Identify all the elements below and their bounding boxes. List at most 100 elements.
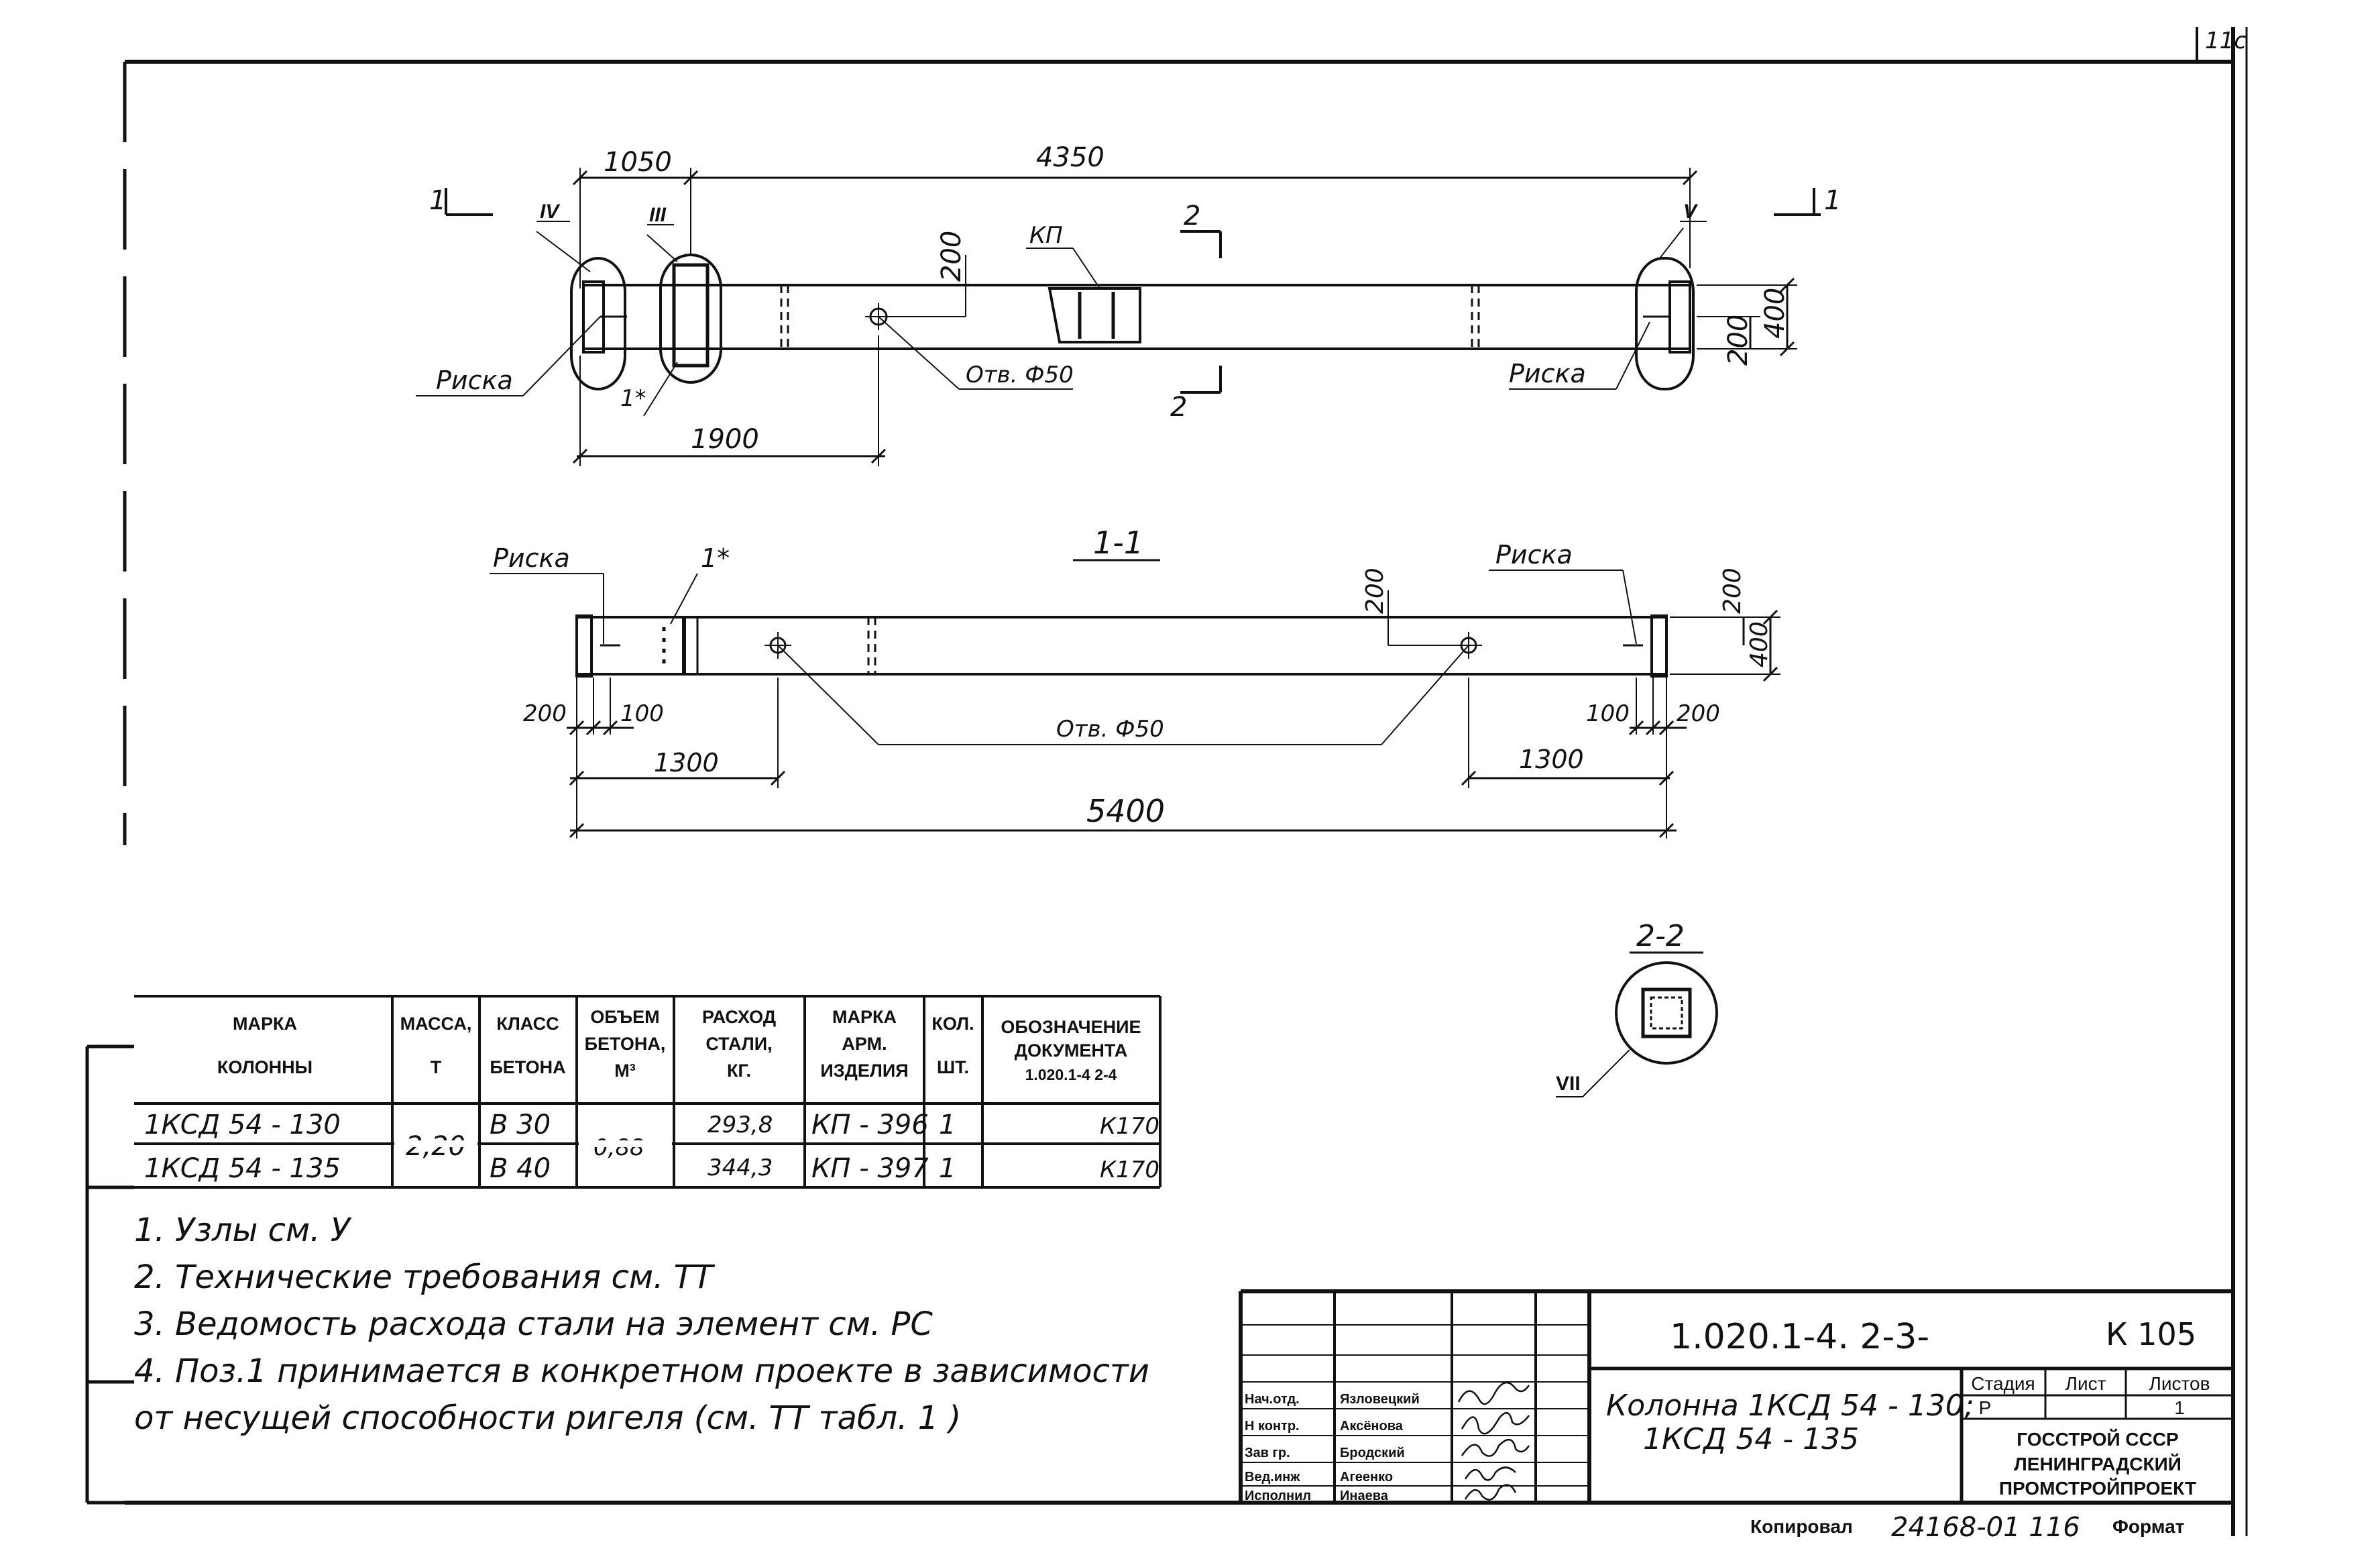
drawing-code: 1.020.1-4. 2-3-	[1670, 1317, 1929, 1357]
spec-header-qty-2: ШТ.	[937, 1057, 969, 1077]
spec-header-qty-1: КОЛ.	[931, 1014, 974, 1034]
section-1-1-view	[490, 559, 1780, 839]
tb-org-line-3: ПРОМСТРОЙПРОЕКТ	[1999, 1477, 2196, 1499]
plan-section-2-bottom: 2	[1170, 392, 1187, 423]
spec-header-doc-3: 1.020.1-4 2-4	[1025, 1066, 1117, 1083]
spec-header-volume-1: ОБЪЕМ	[590, 1007, 659, 1027]
section-1-1-dim-200-left: 200	[523, 700, 567, 727]
section-1-1-hole-label: Отв. Ф50	[1056, 716, 1164, 743]
section-1-1-dim-200-hole: 200	[1361, 568, 1389, 614]
note-5: от несущей способности ригеля (см. ТТ та…	[134, 1399, 961, 1437]
spec-row-2-doc: К170	[1100, 1156, 1159, 1183]
sheet-frame	[85, 27, 2248, 1536]
tb-role-4: Вед.инж	[1245, 1470, 1300, 1485]
footer-format: Формат	[2112, 1516, 2184, 1537]
spec-header-class-2: БЕТОНА	[490, 1057, 565, 1077]
spec-row-2-class: В 40	[490, 1153, 551, 1184]
plan-section-2-top: 2	[1184, 201, 1200, 231]
note-2: 2. Технические требования см. ТТ	[134, 1258, 716, 1296]
section-2-2-title: 2-2	[1636, 919, 1685, 953]
spec-row-1-class: В 30	[490, 1110, 551, 1140]
tb-title-line-2: 1КСД 54 - 135	[1643, 1422, 1859, 1456]
tb-role-1: Нач.отд.	[1245, 1392, 1300, 1407]
tb-name-2: Аксёнова	[1340, 1419, 1404, 1434]
section-1-1-dim-100-right: 100	[1586, 700, 1630, 727]
merge-mask-mass	[394, 1140, 477, 1147]
spec-header-steel-2: СТАЛИ,	[705, 1034, 772, 1054]
section-1-1-risk-right: Риска	[1495, 540, 1573, 570]
section-1-1-dim-1300-right: 1300	[1519, 745, 1584, 774]
spec-row-2-mark: 1КСД 54 - 135	[144, 1153, 341, 1184]
spec-row-1-arm: КП - 396	[811, 1110, 929, 1140]
section-1-1-title: 1-1	[1093, 525, 1143, 561]
note-4: 4. Поз.1 принимается в конкретном проект…	[134, 1352, 1149, 1390]
note-3: 3. Ведомость расхода стали на элемент см…	[134, 1305, 933, 1343]
plan-section-1-right: 1	[1824, 185, 1841, 216]
plan-dim-200-right: 200	[1723, 315, 1754, 366]
section-1-1-pos-label: 1*	[701, 543, 730, 573]
section-2-2-view	[1556, 951, 1718, 1097]
plan-node-iii: III	[649, 204, 667, 226]
spec-header-steel-1: РАСХОД	[702, 1007, 776, 1027]
spec-row-2-qty: 1	[939, 1153, 956, 1184]
spec-row-1-steel: 293,8	[707, 1112, 773, 1138]
plan-dim-1050: 1050	[604, 147, 672, 178]
section-2-2-node: VII	[1556, 1073, 1581, 1095]
plan-dim-1900: 1900	[691, 424, 759, 455]
spec-header-mass-1: МАССА,	[400, 1014, 472, 1034]
tb-org-line-1: ГОССТРОЙ СССР	[2017, 1428, 2178, 1450]
plan-dim-200-hole: 200	[936, 231, 967, 282]
tb-sheet-header: Лист	[2065, 1373, 2106, 1394]
plan-dim-4350: 4350	[1036, 142, 1104, 173]
spec-row-2-steel: 344,3	[707, 1154, 773, 1181]
tb-name-4: Агеенко	[1340, 1470, 1393, 1485]
plan-node-v: V	[1683, 201, 1699, 223]
tb-title-line-1: Колонна 1КСД 54 - 130;	[1606, 1389, 1974, 1423]
spec-header-doc-2: ДОКУМЕНТА	[1015, 1040, 1127, 1061]
section-1-1-dim-200-height: 200	[1719, 568, 1746, 614]
plan-hole-label: Отв. Ф50	[966, 362, 1074, 388]
spec-volume-shared: 0,88	[593, 1134, 644, 1161]
plan-pos-label: 1*	[620, 385, 646, 412]
plan-section-1-left: 1	[429, 185, 446, 216]
spec-header-volume-2: БЕТОНА,	[585, 1034, 666, 1054]
footer-archive: 24168-01 116	[1891, 1512, 2080, 1543]
tb-stage-header: Стадия	[1971, 1373, 2035, 1394]
tb-name-5: Инаева	[1340, 1489, 1389, 1503]
tb-name-3: Бродский	[1340, 1446, 1405, 1460]
tb-sheets-header: Листов	[2149, 1373, 2210, 1394]
tb-org-line-2: ЛЕНИНГРАДСКИЙ	[2014, 1453, 2181, 1474]
tb-role-5: Исполнил	[1245, 1489, 1311, 1503]
spec-header-mark-2: КОЛОННЫ	[217, 1057, 313, 1077]
corner-mark: 11с	[2205, 28, 2247, 54]
spec-row-2-arm: КП - 397	[811, 1153, 929, 1184]
section-1-1-dim-5400: 5400	[1086, 793, 1165, 829]
section-1-1-dim-100-left: 100	[620, 700, 664, 727]
footer-copied: Копировал	[1750, 1516, 1853, 1537]
plan-kp-label: КП	[1029, 222, 1063, 249]
section-1-1-risk-left: Риска	[493, 543, 570, 573]
title-block	[1239, 1289, 2233, 1503]
tb-sheets-value: 1	[2174, 1397, 2185, 1418]
spec-header-class-1: КЛАСС	[496, 1014, 559, 1034]
spec-row-1-mark: 1КСД 54 - 130	[144, 1110, 341, 1140]
spec-header-doc-1: ОБОЗНАЧЕНИЕ	[1001, 1017, 1141, 1037]
spec-header-mass-2: Т	[431, 1057, 442, 1077]
merge-mask-volume	[579, 1140, 672, 1147]
signatures	[1457, 1382, 1530, 1501]
section-1-1-dim-1300-left: 1300	[654, 748, 719, 777]
spec-header-volume-3: М³	[614, 1061, 635, 1081]
note-1: 1. Узлы см. У	[134, 1212, 352, 1249]
spec-header-arm-3: ИЗДЕЛИЯ	[820, 1061, 908, 1081]
tb-stage-value: Р	[1979, 1397, 1992, 1418]
plan-risk-left: Риска	[436, 366, 513, 395]
tb-name-1: Язловецкий	[1340, 1392, 1420, 1407]
spec-header-steel-3: КГ.	[727, 1061, 751, 1081]
spec-header-arm-2: АРМ.	[842, 1034, 887, 1054]
spec-row-1-qty: 1	[939, 1110, 956, 1140]
plan-risk-right: Риска	[1509, 359, 1586, 388]
plan-view	[416, 168, 1821, 466]
plan-dim-400: 400	[1760, 288, 1791, 339]
plan-node-iv: IV	[540, 201, 561, 223]
